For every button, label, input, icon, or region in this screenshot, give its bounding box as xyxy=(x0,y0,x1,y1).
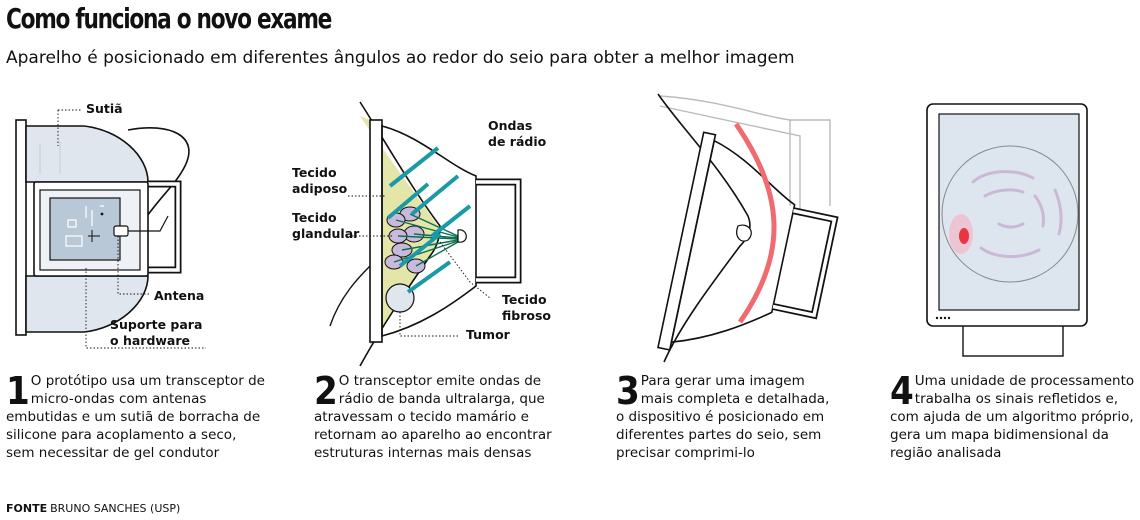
breast-outline xyxy=(359,101,441,366)
step-number: 2 xyxy=(314,369,338,413)
label-support: Suporte para o hardware xyxy=(110,317,203,348)
device-plate xyxy=(657,131,717,351)
previous-position-outline xyxy=(659,95,831,216)
step-number: 3 xyxy=(616,369,640,413)
step-text: O transceptor emite ondas de rádio de ba… xyxy=(314,373,552,461)
page-subtitle: Aparelho é posicionado em diferentes âng… xyxy=(6,48,795,68)
label-bra: Sutiã xyxy=(86,101,123,116)
label-adipose: Tecido adiposo xyxy=(292,165,348,196)
antenna-element xyxy=(113,225,129,237)
label-fibrous: Tecido fibroso xyxy=(502,292,551,323)
nipple xyxy=(736,224,752,242)
antenna-cable xyxy=(127,126,190,227)
tissue-map xyxy=(971,170,1063,258)
label-glandular: Tecido glandular xyxy=(292,210,360,241)
panel-4-illustration xyxy=(926,103,1088,357)
panel-3-illustration xyxy=(657,93,839,363)
circuit-board xyxy=(49,197,121,261)
bra-cup xyxy=(381,124,477,338)
device-plate xyxy=(369,119,383,343)
ducts xyxy=(393,213,459,267)
nipple xyxy=(457,229,467,243)
panel-2-illustration xyxy=(329,101,522,366)
bra-cup-bottom xyxy=(25,275,149,333)
source-text: BRUNO SANCHES (USP) xyxy=(50,502,181,515)
tumor xyxy=(385,283,415,313)
source-label: FONTE xyxy=(6,502,48,515)
step-number: 1 xyxy=(6,369,30,413)
label-tumor: Tumor xyxy=(466,327,510,342)
step-4: 4 Uma unidade de processamento trabalha … xyxy=(890,372,1136,462)
step-2: 2 O transceptor emite ondas de rádio de … xyxy=(314,372,576,462)
scan-arc xyxy=(733,122,777,324)
step-number: 4 xyxy=(890,369,914,413)
page-title: Como funciona o novo exame xyxy=(6,2,332,35)
step-3: 3 Para gerar uma imagem mais completa e … xyxy=(616,372,832,462)
label-antenna: Antena xyxy=(154,288,205,303)
tumor-signal xyxy=(959,228,969,244)
monitor-stand xyxy=(962,321,1064,357)
step-text: Uma unidade de processamento trabalha os… xyxy=(890,373,1135,461)
bra-cup xyxy=(670,139,796,344)
scan-area xyxy=(941,145,1079,283)
bra-cup-top xyxy=(25,125,149,183)
step-text: Para gerar uma imagem mais completa e de… xyxy=(616,373,830,461)
device-handle xyxy=(476,178,522,284)
step-text: O protótipo usa um transceptor de micro-… xyxy=(6,373,265,461)
device-plate xyxy=(15,119,27,336)
label-radio-waves: Ondas de rádio xyxy=(488,118,547,149)
panel-1-illustration xyxy=(15,109,206,349)
radio-waves xyxy=(386,146,472,294)
step-1: 1 O protótipo usa um transceptor de micr… xyxy=(6,372,268,462)
